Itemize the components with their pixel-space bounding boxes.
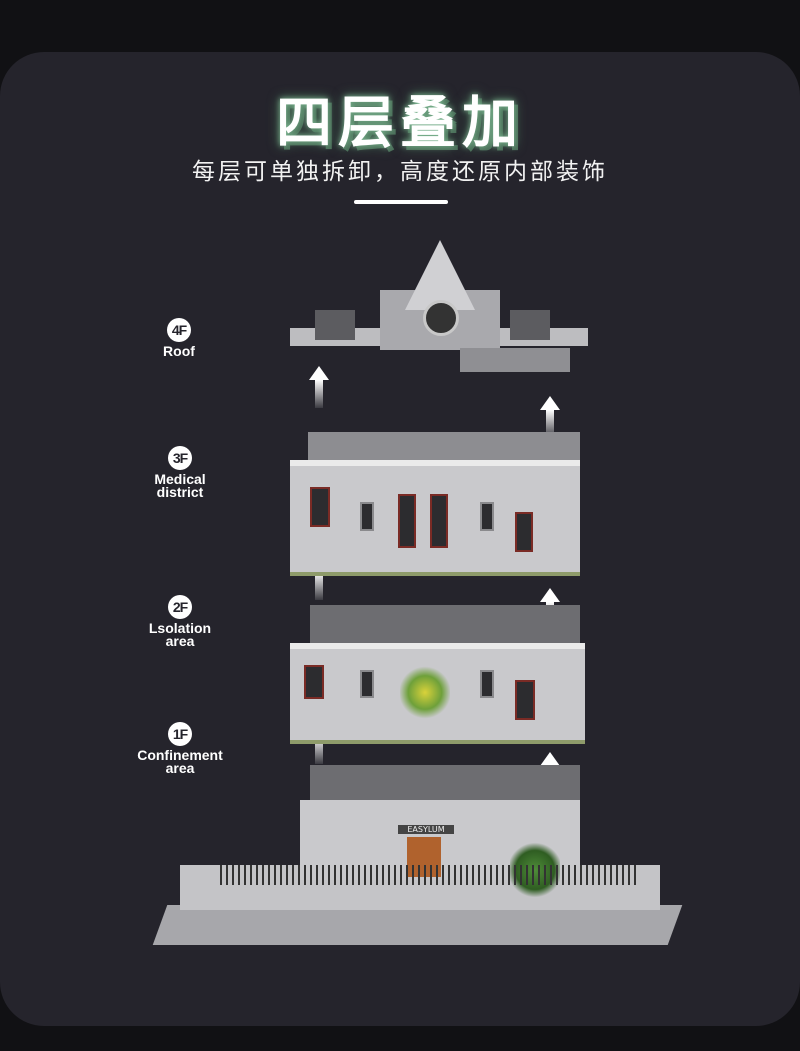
page-title: 四层叠加	[276, 91, 524, 156]
floor-name: Medical district	[154, 471, 206, 500]
floor-label-3f: 3F Medical district	[120, 446, 240, 499]
floor-badge: 4F	[167, 318, 191, 342]
floor-name: Roof	[163, 343, 195, 359]
up-arrow-icon	[540, 396, 560, 438]
isolation-area-model	[290, 605, 585, 745]
floor-label-1f: 1F Confinement area	[120, 722, 240, 775]
floor-label-4f: 4F Roof	[119, 318, 239, 358]
up-arrow-icon	[309, 366, 329, 408]
asylum-sign: EASYLUM	[398, 825, 454, 834]
roof-model	[290, 240, 588, 375]
floor-name: Confinement area	[137, 747, 223, 776]
floor-badge: 1F	[168, 722, 192, 746]
floor-badge: 3F	[168, 446, 192, 470]
floor-label-2f: 2F Lsolation area	[120, 595, 240, 648]
page-subtitle: 每层可单独拆卸，高度还原内部装饰	[192, 159, 608, 185]
divider	[354, 200, 448, 204]
floor-name: Lsolation area	[148, 620, 212, 649]
confinement-area-model: EASYLUM	[152, 765, 683, 947]
medical-district-model	[290, 432, 580, 580]
floor-badge: 2F	[168, 595, 192, 619]
